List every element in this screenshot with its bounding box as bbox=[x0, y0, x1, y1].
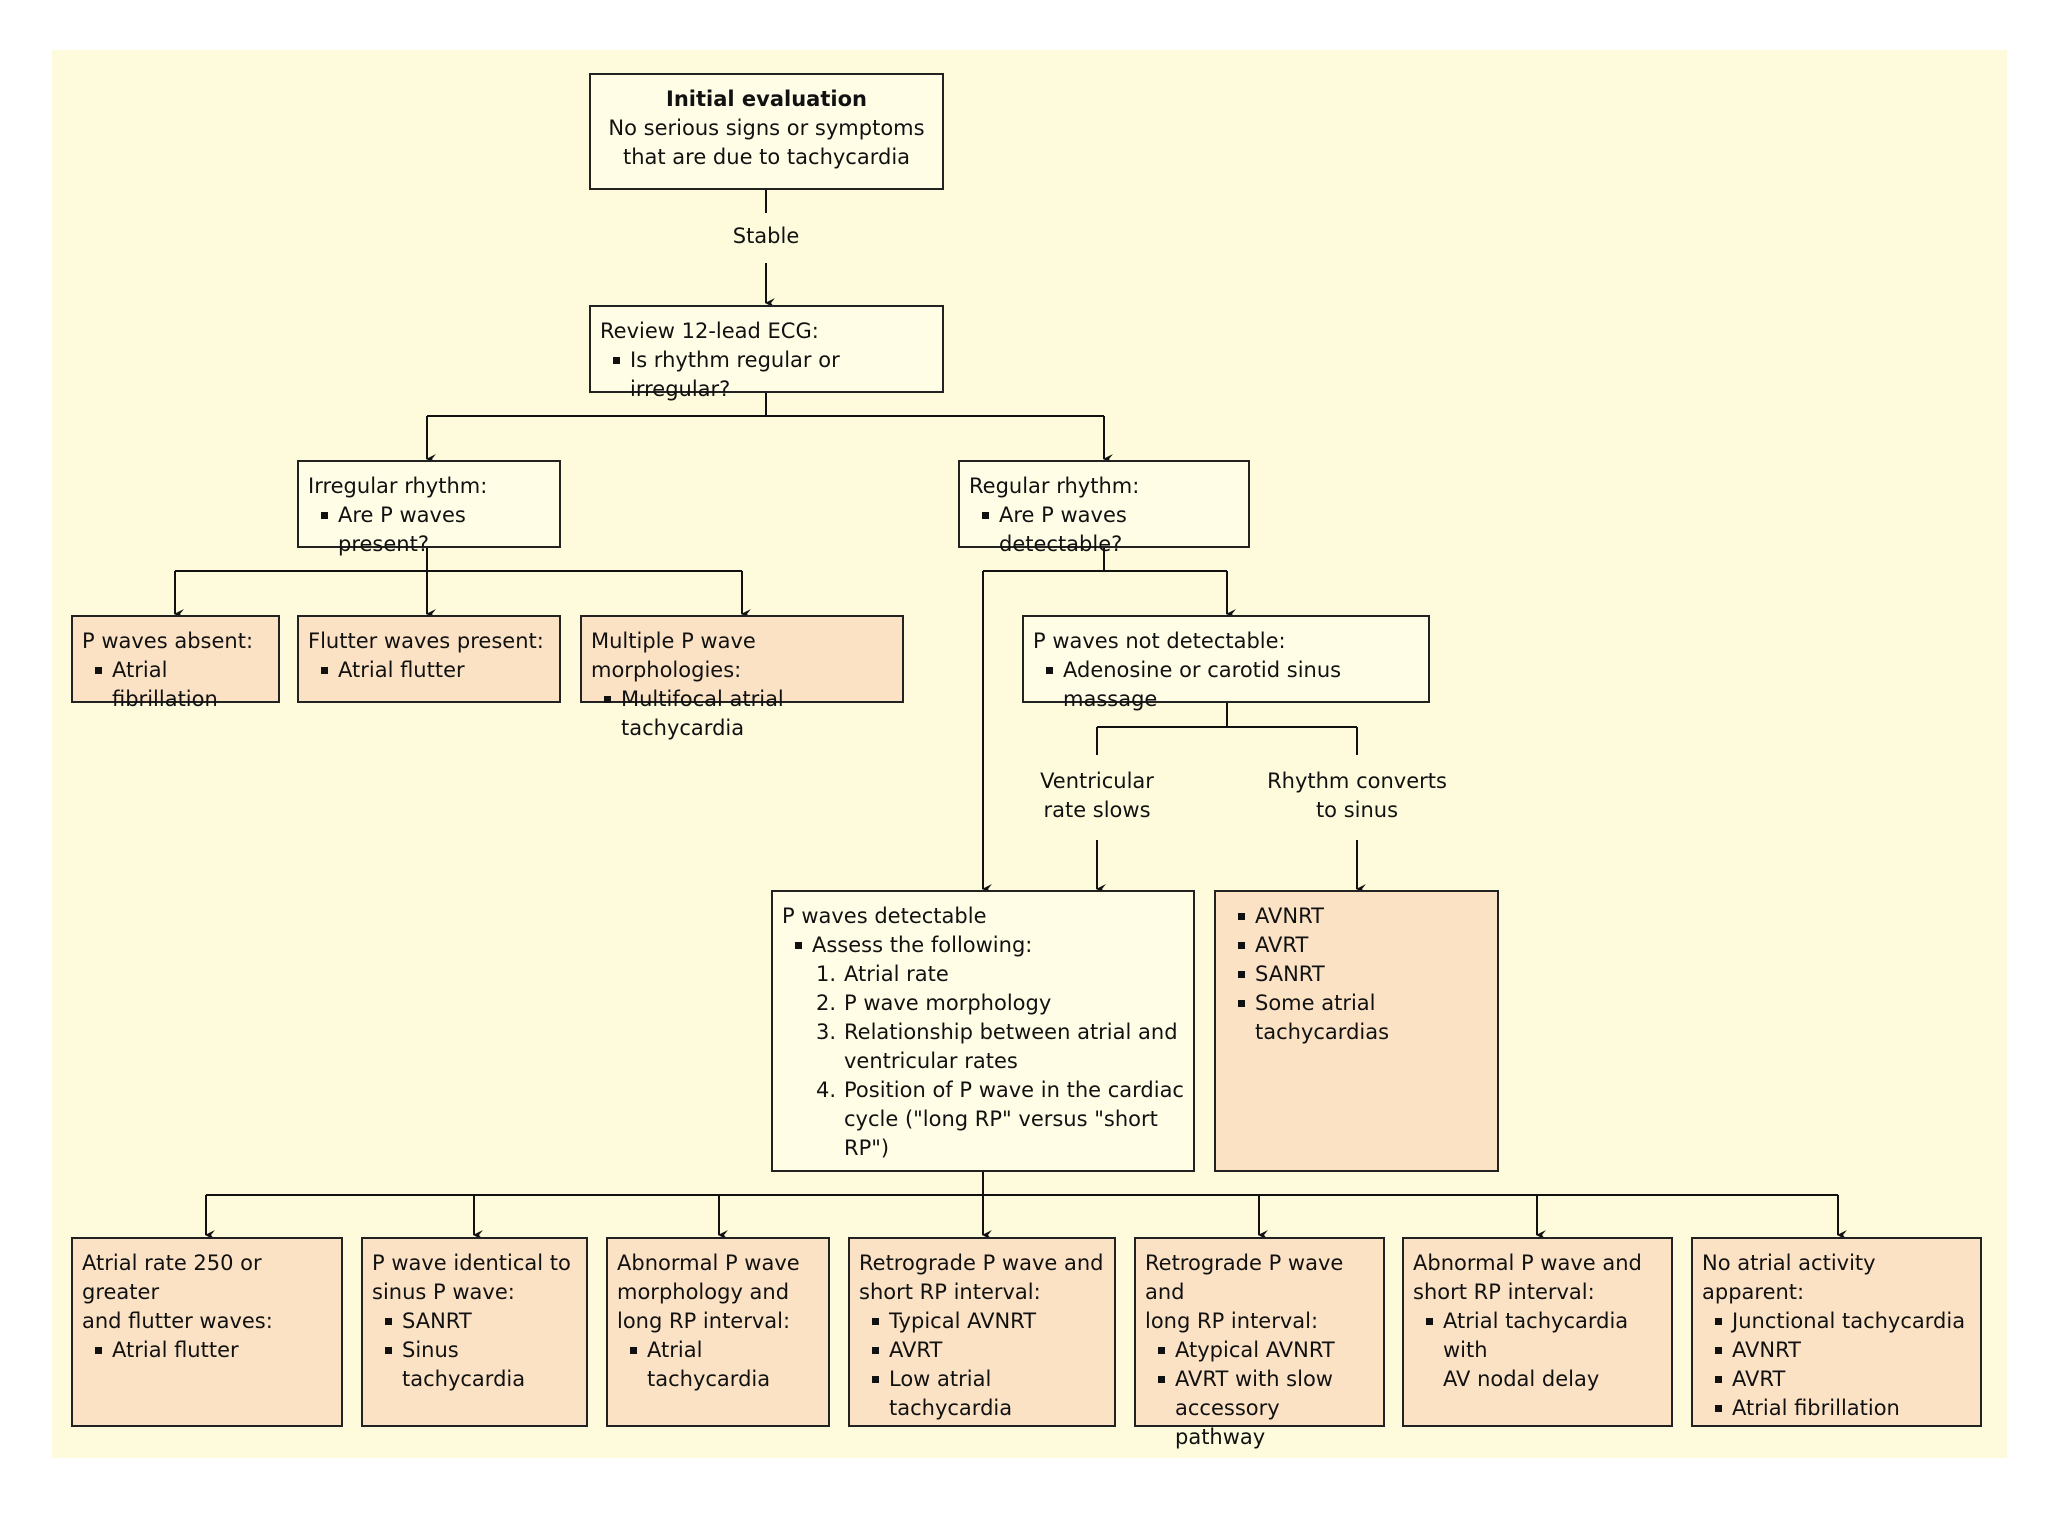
assess-item: 2.P wave morphology bbox=[816, 991, 1052, 1015]
notdetectable-line1: P waves not detectable: bbox=[1033, 629, 1286, 653]
node-regular-rhythm: Regular rhythm: Are P waves detectable? bbox=[958, 460, 1250, 556]
irregular-bullet: Are P waves present? bbox=[308, 501, 550, 559]
multiple-line1: Multiple P wave morphologies: bbox=[591, 629, 756, 682]
node-p-waves-detectable: P waves detectable Assess the following:… bbox=[771, 890, 1195, 1172]
bottom-6-line1: Abnormal P wave and bbox=[1413, 1251, 1642, 1275]
label-ventricular-rate-slows: Ventricular rate slows bbox=[1017, 767, 1177, 825]
bottom-3-line2: morphology and bbox=[617, 1280, 790, 1304]
flutter-line1: Flutter waves present: bbox=[308, 629, 544, 653]
node-bottom-retrograde-long-rp: Retrograde P wave and long RP interval: … bbox=[1134, 1237, 1385, 1449]
initial-title: Initial evaluation bbox=[666, 87, 867, 111]
node-bottom-p-wave-identical: P wave identical to sinus P wave: SANRT … bbox=[361, 1237, 588, 1427]
bottom-1-line2: and flutter waves: bbox=[82, 1309, 273, 1333]
bottom-4-bullet: Low atrial tachycardia bbox=[859, 1365, 1105, 1423]
node-flutter-waves: Flutter waves present: Atrial flutter bbox=[297, 615, 561, 703]
bottom-4-bullet: Typical AVNRT bbox=[859, 1307, 1105, 1336]
regular-bullet: Are P waves detectable? bbox=[969, 501, 1239, 559]
assess-item: 1.Atrial rate bbox=[816, 962, 949, 986]
initial-line2: that are due to tachycardia bbox=[622, 145, 911, 169]
label-rhythm-converts: Rhythm converts to sinus bbox=[1252, 767, 1462, 825]
node-bottom-atrial-rate-250: Atrial rate 250 or greater and flutter w… bbox=[71, 1237, 343, 1427]
node-bottom-abnormal-long-rp: Abnormal P wave morphology and long RP i… bbox=[606, 1237, 830, 1427]
node-bottom-abnormal-short-rp: Abnormal P wave and short RP interval: A… bbox=[1402, 1237, 1673, 1427]
bottom-5-bullet: Atypical AVNRT bbox=[1145, 1336, 1374, 1365]
bottom-4-line1: Retrograde P wave and bbox=[859, 1251, 1104, 1275]
detectable-line1: P waves detectable bbox=[782, 904, 987, 928]
label-stable: Stable bbox=[732, 224, 800, 248]
bottom-3-bullet: Atrial tachycardia bbox=[617, 1336, 819, 1394]
node-initial-evaluation: Initial evaluation No serious signs or s… bbox=[589, 73, 944, 190]
label-converts-line1: Rhythm converts bbox=[1267, 769, 1447, 793]
bottom-2-line2: sinus P wave: bbox=[372, 1280, 515, 1304]
bottom-6-bullet-cont: AV nodal delay bbox=[1443, 1367, 1600, 1391]
assess-list: 1.Atrial rate 2.P wave morphology 3.Rela… bbox=[782, 960, 1184, 1163]
bottom-5-line1: Retrograde P wave and bbox=[1145, 1251, 1344, 1304]
absent-line1: P waves absent: bbox=[82, 629, 254, 653]
bottom-1-line1: Atrial rate 250 or greater bbox=[82, 1251, 262, 1304]
absent-bullet: Atrial fibrillation bbox=[82, 656, 269, 714]
sinus-list-item: Some atrial tachycardias bbox=[1225, 989, 1488, 1047]
node-bottom-no-atrial-activity: No atrial activity apparent: Junctional … bbox=[1691, 1237, 1982, 1427]
bottom-3-line3: long RP interval: bbox=[617, 1309, 791, 1333]
review-line1: Review 12-lead ECG: bbox=[600, 319, 819, 343]
node-p-waves-absent: P waves absent: Atrial fibrillation bbox=[71, 615, 280, 711]
node-bottom-retrograde-short-rp: Retrograde P wave and short RP interval:… bbox=[848, 1237, 1116, 1427]
bottom-2-bullet: Sinus tachycardia bbox=[372, 1336, 577, 1394]
initial-line1: No serious signs or symptoms bbox=[608, 116, 925, 140]
bottom-1-bullet: Atrial flutter bbox=[82, 1336, 332, 1365]
bottom-3-line1: Abnormal P wave bbox=[617, 1251, 800, 1275]
diagram-background bbox=[52, 50, 2007, 1458]
node-p-waves-not-detectable: P waves not detectable: Adenosine or car… bbox=[1022, 615, 1430, 711]
sinus-list-item: AVNRT bbox=[1225, 902, 1488, 931]
bottom-7-bullet: AVRT bbox=[1702, 1365, 1971, 1394]
review-bullet: Is rhythm regular or irregular? bbox=[600, 346, 933, 404]
bottom-2-line1: P wave identical to bbox=[372, 1251, 571, 1275]
label-ventricular-line1: Ventricular bbox=[1040, 769, 1154, 793]
sinus-list-item: SANRT bbox=[1225, 960, 1488, 989]
bottom-7-bullet: Atrial fibrillation bbox=[1702, 1394, 1971, 1423]
bottom-7-bullet: Junctional tachycardia bbox=[1702, 1307, 1971, 1336]
bottom-4-bullet: AVRT bbox=[859, 1336, 1105, 1365]
node-multiple-morphologies: Multiple P wave morphologies: Multifocal… bbox=[580, 615, 904, 740]
label-converts-line2: to sinus bbox=[1315, 798, 1399, 822]
detectable-bullet: Assess the following: bbox=[782, 931, 1184, 960]
multiple-bullet: Multifocal atrial tachycardia bbox=[591, 685, 893, 743]
node-review-ecg: Review 12-lead ECG: Is rhythm regular or… bbox=[589, 305, 944, 401]
irregular-line1: Irregular rhythm: bbox=[308, 474, 488, 498]
label-ventricular-line2: rate slows bbox=[1043, 798, 1151, 822]
regular-line1: Regular rhythm: bbox=[969, 474, 1140, 498]
node-converts-to-sinus-list: AVNRT AVRT SANRT Some atrial tachycardia… bbox=[1214, 890, 1499, 1172]
bottom-7-bullet: AVNRT bbox=[1702, 1336, 1971, 1365]
bottom-5-line2: long RP interval: bbox=[1145, 1309, 1319, 1333]
notdetectable-bullet: Adenosine or carotid sinus massage bbox=[1033, 656, 1419, 714]
bottom-5-bullet-cont: accessory pathway bbox=[1175, 1396, 1280, 1449]
bottom-7-line1: No atrial activity apparent: bbox=[1702, 1251, 1876, 1304]
bottom-2-bullet: SANRT bbox=[372, 1307, 577, 1336]
flutter-bullet: Atrial flutter bbox=[308, 656, 550, 685]
bottom-4-line2: short RP interval: bbox=[859, 1280, 1041, 1304]
sinus-list-item: AVRT bbox=[1225, 931, 1488, 960]
bottom-6-line2: short RP interval: bbox=[1413, 1280, 1595, 1304]
node-irregular-rhythm: Irregular rhythm: Are P waves present? bbox=[297, 460, 561, 556]
